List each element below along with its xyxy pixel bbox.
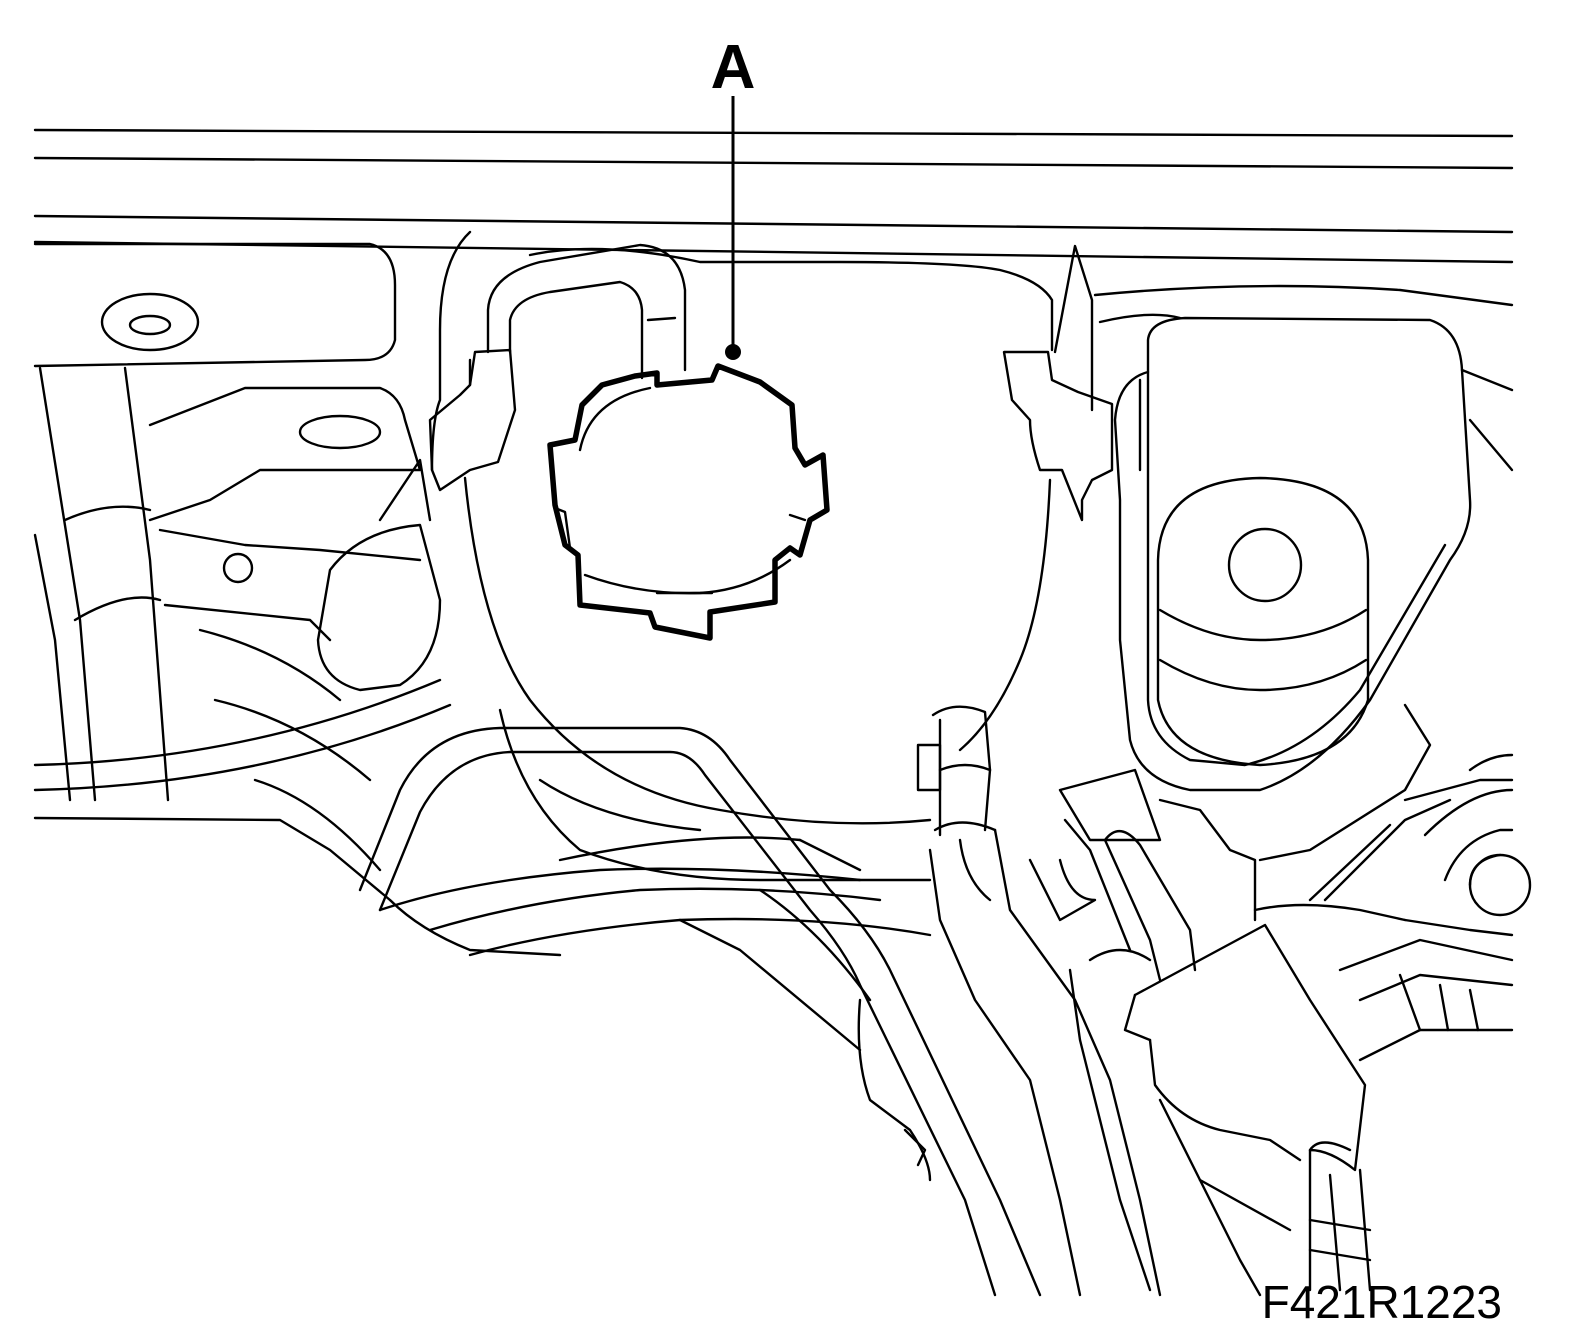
left-connector bbox=[316, 458, 442, 692]
center-curved-tube bbox=[358, 726, 1042, 1297]
coolant-reservoir bbox=[430, 230, 1094, 882]
figure-id: F421R1223 bbox=[1262, 1276, 1502, 1326]
callout-leader-a bbox=[725, 96, 741, 360]
right-structure bbox=[1028, 284, 1532, 1062]
callout-label-a: A bbox=[711, 33, 756, 102]
lower-harness bbox=[378, 778, 932, 1182]
left-mounting-tab bbox=[428, 348, 517, 492]
left-vertical-pipe bbox=[33, 366, 170, 802]
reservoir-hose-loop bbox=[486, 243, 687, 380]
left-bracket bbox=[33, 242, 422, 584]
master-cylinder bbox=[1113, 316, 1472, 792]
top-crossmember bbox=[33, 128, 1514, 264]
left-cable-runs bbox=[33, 528, 562, 957]
right-lower-connector bbox=[1068, 923, 1372, 1297]
right-mounting-tab bbox=[1002, 350, 1114, 522]
filler-cap bbox=[547, 363, 830, 641]
center-hose-clip bbox=[916, 705, 1162, 1297]
